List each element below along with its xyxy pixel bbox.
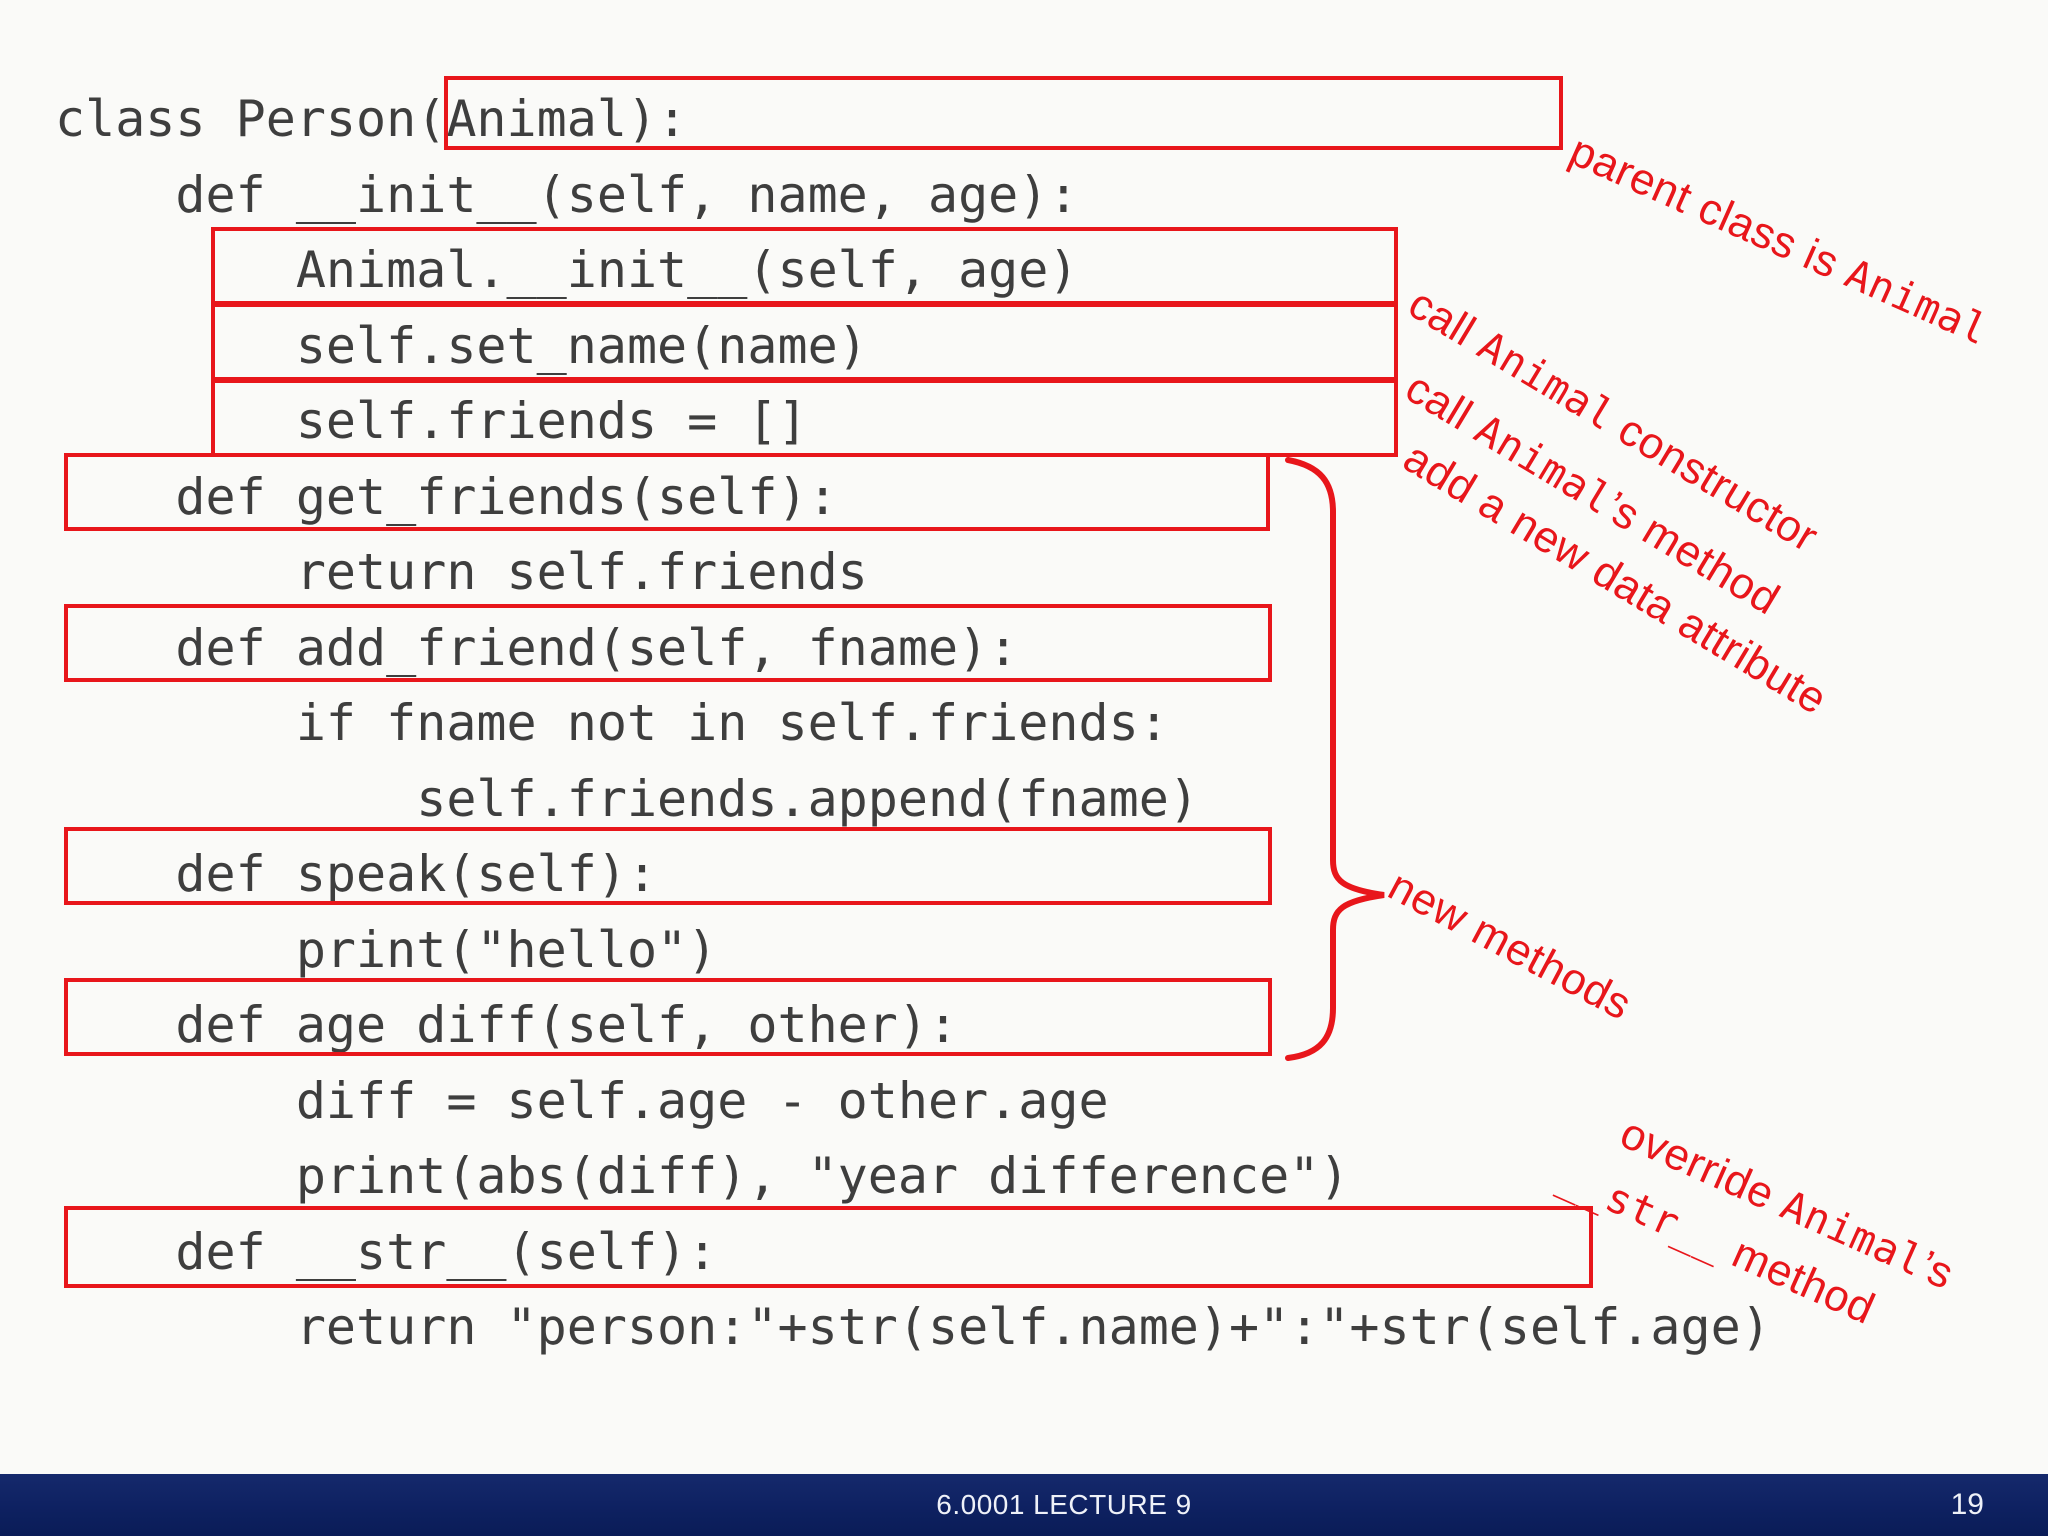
highlight-box-animal-constructor [211, 227, 1398, 305]
highlight-box-add-friend [64, 604, 1272, 682]
highlight-box-friends-attribute [211, 379, 1398, 457]
annotation-code-text: Animal [1838, 249, 1996, 355]
code-block: class Person(Animal): def __init__(self,… [55, 90, 1771, 1356]
highlight-box-get-friends [64, 453, 1270, 531]
footer-page-number: 19 [1950, 1488, 1984, 1521]
highlight-box-speak [64, 827, 1272, 905]
curly-brace-icon [1285, 457, 1385, 1061]
highlight-box-parent-class [444, 76, 1563, 150]
highlight-box-str-method [64, 1206, 1593, 1288]
footer-bar: 6.0001 LECTURE 9 19 [0, 1474, 2048, 1536]
footer-lecture-title: 6.0001 LECTURE 9 [936, 1489, 1192, 1520]
highlight-box-age-diff [64, 978, 1272, 1056]
highlight-box-set-name [211, 303, 1398, 381]
